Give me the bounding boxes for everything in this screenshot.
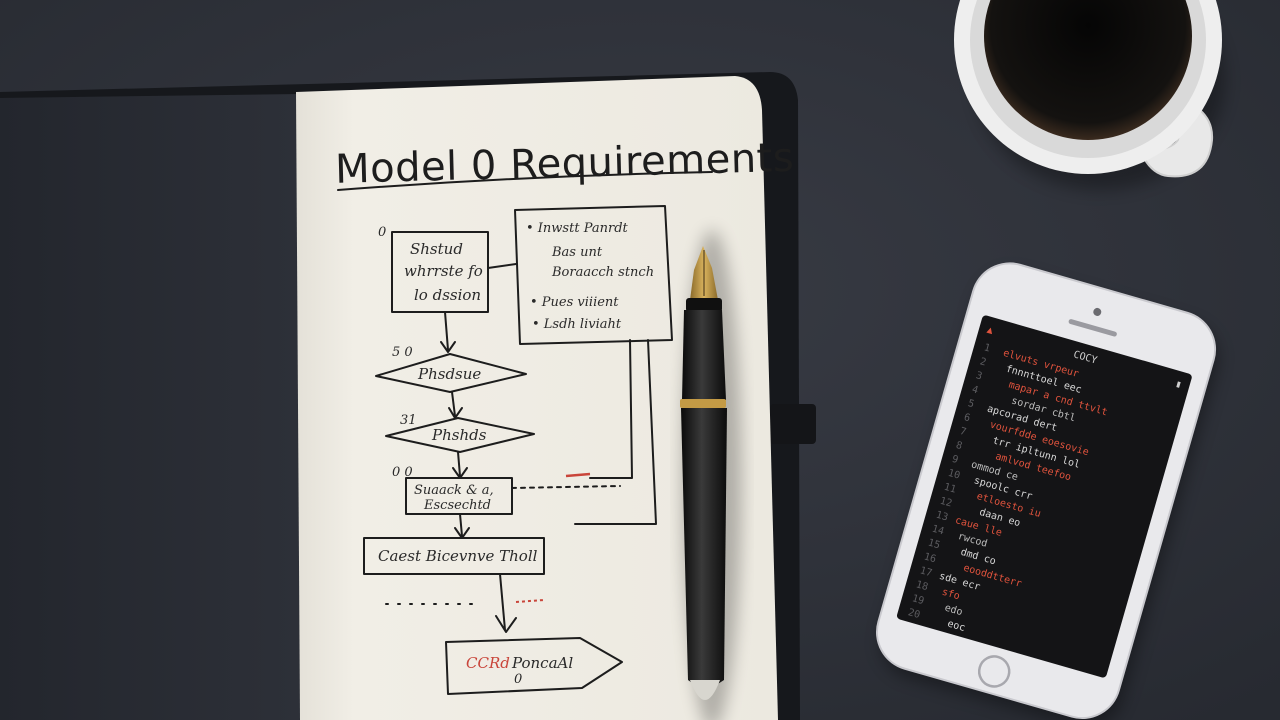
flow-note-box [514,205,673,345]
process-box-line-1: Suaack & a, [414,483,494,498]
process-box-line-2: Escsechtd [423,498,491,513]
code-line-number: 11 [943,482,958,496]
pen-gold-ring [680,399,726,408]
flow-final-box [445,637,623,695]
code-line-number: 14 [931,524,946,538]
code-line-number: 16 [923,551,938,565]
code-line-number: 10 [947,468,962,482]
phone-speaker [1068,319,1117,337]
coffee-surface [984,0,1192,140]
note-line-3: Boraacch stnch [551,265,654,280]
code-line-number: 13 [935,510,950,524]
final-box-label: PoncaAl [511,654,573,672]
flow-start-box [391,231,489,313]
code-line-number: 7 [959,426,968,438]
margin-mark-1: 0 [378,225,386,240]
note-connector-outer [574,339,657,525]
code-line-number: 6 [963,412,972,424]
flow-decision-1 [375,353,527,393]
margin-mark-2: 5 0 [392,345,413,360]
margin-mark-4: 0 0 [392,465,413,480]
title-underline [337,171,713,191]
red-scribble-mark [565,472,591,478]
pen-barrel [682,310,726,400]
elastic-band [770,404,816,444]
note-connector-inner [589,339,633,479]
decision-1-label: Phsdsue [417,365,481,383]
coffee-cup [954,0,1225,190]
start-box-line-2: whrrste fo [404,262,483,280]
wide-box-label: Caest Bicevnve Tholl [378,547,538,565]
start-box-line-1: Shstud [410,240,463,258]
code-line-number: 19 [911,593,926,607]
start-box-line-3: lo dssion [414,286,481,304]
fountain-pen [680,230,742,720]
note-line-1: • Inwstt Panrdt [526,221,629,236]
phone-status-icon: ▲ [986,324,995,336]
code-line-number: 18 [915,579,930,593]
flowchart-labels: Shstud whrrste fo lo dssion • Inwstt Pan… [378,221,654,687]
margin-mark-5: 0 [514,672,522,687]
code-line: eoc [946,618,966,634]
arrow-widebox-final [495,573,517,633]
red-dashed-mark [515,599,545,603]
code-line-number: 17 [919,565,934,579]
pen-grip [686,298,722,312]
phone-home-button [977,655,1011,688]
flow-decision-2 [385,417,535,453]
process-dashed-connector [511,485,621,489]
code-line-number: 15 [927,537,942,551]
code-line-number: 8 [955,440,964,452]
arrow-start-decision1 [440,311,456,353]
code-line-number: 12 [939,496,954,510]
code-line-number: 2 [979,356,988,368]
decision-2-label: Phshds [431,426,487,444]
code-line-number: 4 [971,384,980,396]
pen-cap [681,408,727,687]
code-line: sfo [941,587,961,603]
code-line-number: 5 [967,398,976,410]
code-line-number: 20 [907,607,922,621]
notebook [0,72,816,720]
final-box-red-label: CCRd [466,654,510,672]
pen-end-reflection [690,680,720,700]
phone-battery-icon: ▮ [1174,379,1183,391]
notebook-left-cover [0,94,300,720]
margin-mark-3: 31 [400,413,417,428]
note-line-4: • Pues viiient [530,295,619,310]
code-line-number: 3 [975,370,984,382]
code-line-number: 1 [983,342,992,354]
code-line: edo [943,603,963,619]
code-line-number: 9 [951,454,960,466]
flow-wide-box [363,537,545,575]
phone-screen [896,315,1192,678]
notebook-page [296,76,778,720]
note-line-2: Bas unt [551,245,603,260]
phone-camera [1093,307,1102,316]
connector-start-note [487,263,517,269]
note-line-5: • Lsdh liviaht [532,317,622,332]
